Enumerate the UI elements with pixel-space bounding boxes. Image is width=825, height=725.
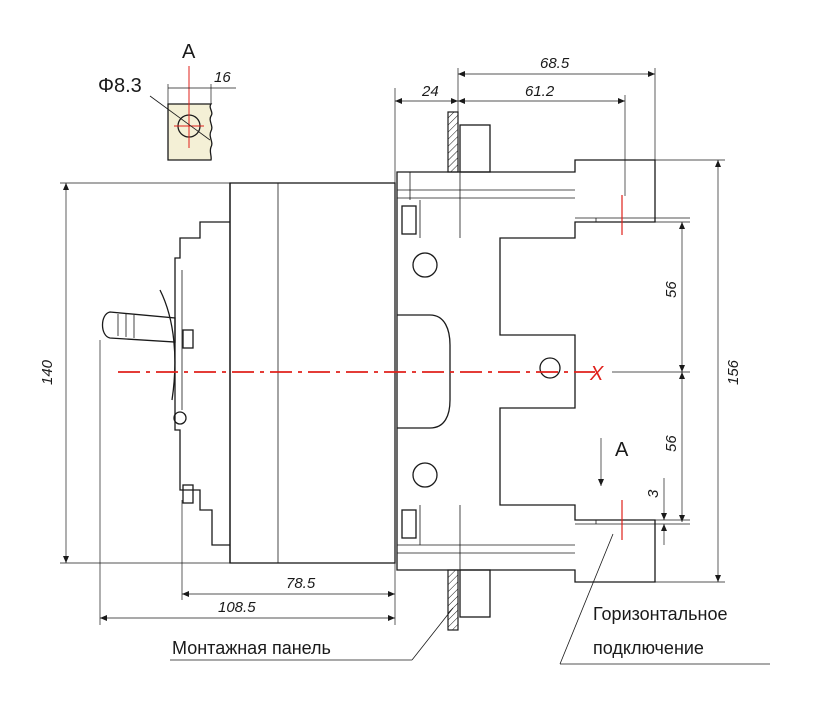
- terminal-lug: [167, 103, 213, 161]
- dim-61-2: 61.2: [525, 83, 555, 100]
- connection-label-line1: Горизонтальное: [593, 604, 728, 624]
- center-hole: [539, 357, 561, 379]
- hole-diameter-label: Φ8.3: [98, 75, 142, 97]
- mounting-hole-lower: [412, 462, 438, 488]
- dim-156: 156: [725, 359, 742, 385]
- rear-body: [396, 124, 690, 618]
- axis-x: X: [118, 195, 690, 540]
- section-arrow-label: A: [615, 439, 629, 461]
- breaker-cover: [229, 182, 396, 564]
- dim-24: 24: [421, 83, 439, 100]
- detail-width-label: 16: [214, 69, 231, 86]
- mounting-hole-upper: [412, 252, 438, 278]
- dim-56-lower: 56: [663, 435, 680, 452]
- dim-78-5: 78.5: [286, 575, 316, 592]
- dimension-labels: 68.5 61.2 24 140 156 56 56 3 78.5 108.5: [39, 55, 742, 616]
- callouts: Монтажная панель Горизонтальное подключе…: [170, 533, 770, 665]
- section-arrow-a: A: [598, 438, 629, 486]
- front-fascia: [174, 221, 230, 546]
- detail-view-a: A Φ8.3 16: [98, 41, 236, 161]
- axis-x-label: X: [589, 363, 604, 385]
- detail-view-label: A: [182, 41, 196, 63]
- dim-108-5: 108.5: [218, 599, 256, 616]
- detail-leader: [149, 95, 211, 141]
- breaker-body: [101, 182, 396, 564]
- rear-body-outline: [396, 159, 656, 583]
- operating-handle: [101, 311, 176, 343]
- mounting-panel-label: Монтажная панель: [172, 638, 331, 658]
- dim-140: 140: [39, 359, 56, 385]
- dim-56-upper: 56: [663, 281, 680, 298]
- dim-3: 3: [645, 489, 662, 498]
- dim-68-5: 68.5: [540, 55, 570, 72]
- connection-label-line2: подключение: [593, 638, 704, 658]
- dimension-lines: [60, 68, 725, 625]
